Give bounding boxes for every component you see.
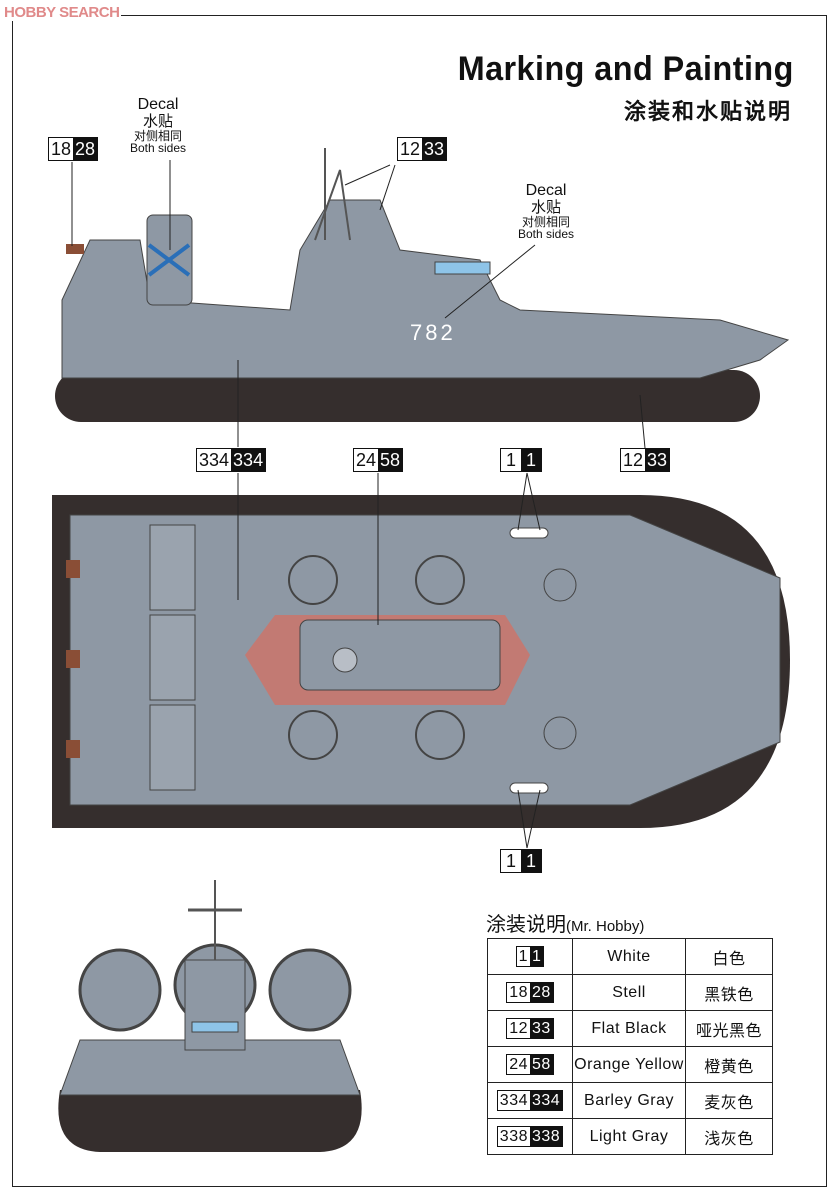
code-black: 334 — [231, 449, 266, 471]
front-skirt — [58, 1090, 362, 1152]
page-subtitle: 涂装和水贴说明 — [623, 99, 792, 125]
page-title: Marking and Painting — [457, 50, 794, 88]
paint-name-en: White — [572, 938, 686, 975]
code-black: 33 — [645, 449, 670, 471]
superstructure-top — [299, 619, 501, 691]
both-sides-cn: 对侧相同 — [522, 214, 571, 229]
paint-name-cn: 哑光黑色 — [685, 1010, 773, 1047]
paint-table-title: 涂装说明(Mr. Hobby) — [486, 908, 644, 937]
top-view — [52, 472, 790, 849]
code-black: 28 — [530, 983, 553, 1002]
code-white: 1 — [506, 851, 517, 871]
paint-name-cn: 浅灰色 — [685, 1118, 773, 1155]
code-black: 58 — [378, 449, 403, 471]
paint-name-en: Stell — [572, 974, 686, 1011]
code-black: 33 — [422, 138, 447, 160]
code-black: 33 — [530, 1019, 553, 1038]
decal-note-hull: Decal 水贴 对侧相同 Both sides — [518, 182, 575, 242]
both-sides-label: Both sides — [518, 227, 575, 242]
code-black: 1 — [521, 449, 542, 471]
side-skirt — [55, 370, 760, 422]
code-white: 338 — [499, 1128, 528, 1145]
front-view — [58, 880, 362, 1152]
exhaust-nozzle — [66, 244, 84, 254]
both-sides-cn: 对侧相同 — [134, 128, 183, 143]
code-white: 18 — [509, 984, 528, 1001]
paint-brand: (Mr. Hobby) — [566, 918, 645, 935]
side-hull — [61, 199, 790, 379]
code-white: 18 — [51, 139, 72, 159]
decal-label: Decal — [137, 96, 179, 113]
code-black: 1 — [530, 947, 544, 966]
paint-name-cn: 橙黄色 — [685, 1046, 773, 1083]
code-black: 28 — [73, 138, 98, 160]
page-frame — [12, 15, 827, 1187]
code-black: 334 — [530, 1091, 563, 1110]
hull-number: 782 — [410, 320, 456, 345]
code-white: 12 — [623, 450, 644, 470]
paint-name-cn: 白色 — [685, 938, 773, 975]
code-white: 334 — [199, 450, 230, 470]
bridge-windows — [434, 261, 491, 275]
paint-name-cn: 黑铁色 — [685, 974, 773, 1011]
code-white: 334 — [499, 1092, 528, 1109]
code-black: 1 — [521, 850, 542, 872]
code-white: 1 — [506, 450, 517, 470]
decal-note-rudder: Decal 水贴 对侧相同 Both sides — [130, 96, 187, 156]
paint-table-title-cn: 涂装说明 — [486, 914, 566, 936]
both-sides-label: Both sides — [130, 141, 187, 156]
code-white: 1 — [518, 948, 528, 965]
decal-label-cn: 水贴 — [143, 112, 174, 130]
code-white: 12 — [400, 139, 421, 159]
andreevsky-flag-decal — [147, 243, 191, 277]
decal-label: Decal — [525, 182, 567, 199]
watermark: HOBBY SEARCH — [4, 4, 122, 21]
decal-label-cn: 水贴 — [531, 198, 562, 216]
paint-name-cn: 麦灰色 — [685, 1082, 773, 1119]
paint-name-en: Barley Gray — [572, 1082, 686, 1119]
code-black: 58 — [530, 1055, 553, 1074]
paint-name-en: Orange Yellow — [572, 1046, 686, 1083]
code-white: 24 — [509, 1056, 528, 1073]
code-white: 24 — [356, 450, 377, 470]
paint-name-en: Flat Black — [572, 1010, 686, 1047]
code-black: 338 — [530, 1127, 563, 1146]
code-white: 12 — [509, 1020, 528, 1037]
side-view: 782 — [55, 148, 790, 449]
paint-name-en: Light Gray — [572, 1118, 686, 1155]
